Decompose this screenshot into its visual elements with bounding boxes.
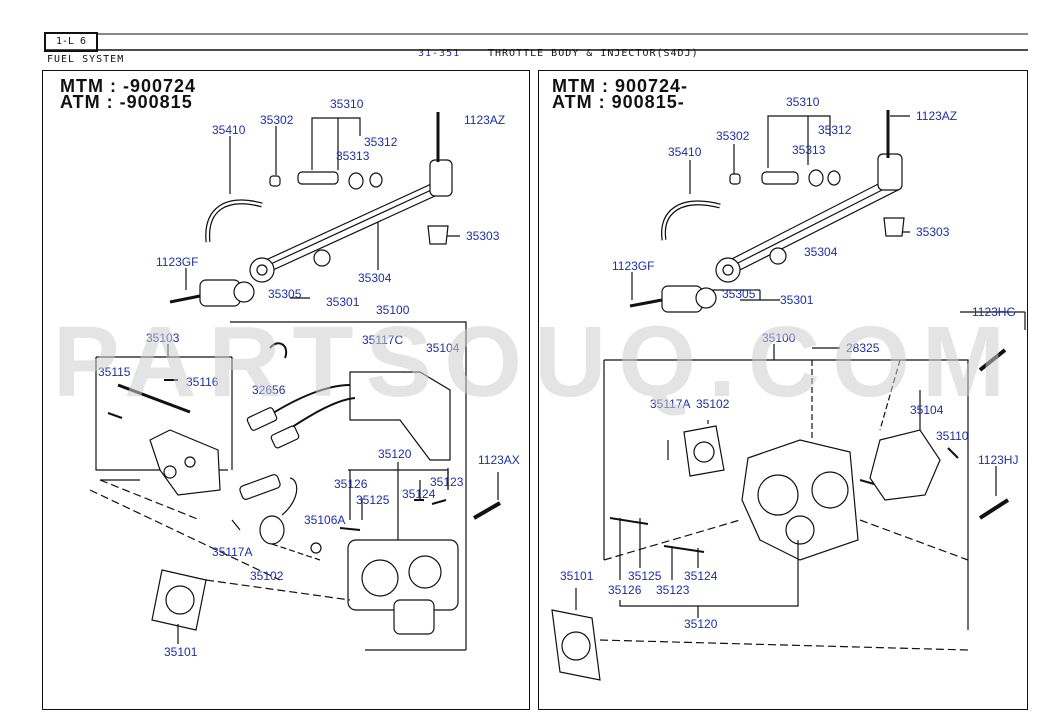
right-mtm-range: MTM : 900724- [552, 76, 689, 96]
part-35310-label-right[interactable]: 35310 [786, 95, 820, 109]
part-35104-label[interactable]: 35104 [426, 341, 460, 355]
part-35124-label-right[interactable]: 35124 [684, 569, 718, 583]
part-35303-label-right[interactable]: 35303 [916, 225, 950, 239]
part-35313-label[interactable]: 35313 [336, 149, 370, 163]
part-35116-label[interactable]: 35116 [186, 375, 219, 389]
part-35120-label-right[interactable]: 35120 [684, 617, 718, 631]
part-35301-label-right[interactable]: 35301 [780, 293, 814, 307]
part-35410-label-right[interactable]: 35410 [668, 145, 702, 159]
part-35125-label[interactable]: 35125 [356, 493, 390, 507]
part-35126-label[interactable]: 35126 [334, 477, 368, 491]
part-35310-label[interactable]: 35310 [330, 97, 364, 111]
right-panel-frame [538, 70, 1028, 710]
left-panel-frame [42, 70, 530, 710]
part-35312-label[interactable]: 35312 [364, 135, 398, 149]
part-35301-label[interactable]: 35301 [326, 295, 360, 309]
part-35117C-label[interactable]: 35117C [362, 333, 404, 347]
part-35410-label[interactable]: 35410 [212, 123, 246, 137]
part-35102-label-right[interactable]: 35102 [696, 397, 730, 411]
part-35101-label-right[interactable]: 35101 [560, 569, 594, 583]
part-35313-label-right[interactable]: 35313 [792, 143, 826, 157]
part-35117A-label[interactable]: 35117A [212, 545, 253, 559]
part-35110-label-right[interactable]: 35110 [936, 429, 969, 443]
part-35106A-label[interactable]: 35106A [304, 513, 346, 527]
part-35117A-label-right[interactable]: 35117A [650, 397, 691, 411]
part-1123HG-label-right[interactable]: 1123HG [972, 305, 1016, 319]
part-1123HJ-label-right[interactable]: 1123HJ [978, 453, 1019, 467]
part-35305-label[interactable]: 35305 [268, 287, 302, 301]
left-mtm-range: MTM : -900724 [60, 76, 197, 96]
part-35100-label[interactable]: 35100 [376, 303, 410, 317]
left-atm-range: ATM : -900815 [60, 92, 193, 112]
part-35124-label[interactable]: 35124 [402, 487, 436, 501]
page-code: 31-351 [418, 48, 461, 59]
part-1123GF-label[interactable]: 1123GF [156, 255, 199, 269]
part-35125-label-right[interactable]: 35125 [628, 569, 662, 583]
part-35312-label-right[interactable]: 35312 [818, 123, 852, 137]
part-32656-label[interactable]: 32656 [252, 383, 286, 397]
part-35104-label-right[interactable]: 35104 [910, 403, 944, 417]
part-1123AX-label[interactable]: 1123AX [478, 453, 520, 467]
part-35100-label-right[interactable]: 35100 [762, 331, 796, 345]
part-35103-label[interactable]: 35103 [146, 331, 180, 345]
part-1123GF-label-right[interactable]: 1123GF [612, 259, 655, 273]
part-1123AZ-label-right[interactable]: 1123AZ [916, 109, 958, 123]
part-35123-label-right[interactable]: 35123 [656, 583, 690, 597]
part-35302-label[interactable]: 35302 [260, 113, 294, 127]
section-name: FUEL SYSTEM [47, 54, 125, 65]
part-28325-label-right[interactable]: 28325 [846, 341, 880, 355]
section-code-box: 1-L 6 [44, 32, 98, 52]
part-35304-label[interactable]: 35304 [358, 271, 392, 285]
part-35123-label[interactable]: 35123 [430, 475, 464, 489]
part-35302-label-right[interactable]: 35302 [716, 129, 750, 143]
page-title: THROTTLE BODY & INJECTOR(S4DJ) [488, 48, 699, 59]
part-35305-label-right[interactable]: 35305 [722, 287, 756, 301]
part-35120-label[interactable]: 35120 [378, 447, 412, 461]
part-35304-label-right[interactable]: 35304 [804, 245, 838, 259]
part-35303-label[interactable]: 35303 [466, 229, 500, 243]
part-35115-label[interactable]: 35115 [98, 365, 131, 379]
part-35102-label[interactable]: 35102 [250, 569, 284, 583]
part-35126-label-right[interactable]: 35126 [608, 583, 642, 597]
part-1123AZ-label[interactable]: 1123AZ [464, 113, 506, 127]
part-35101-label[interactable]: 35101 [164, 645, 198, 659]
right-atm-range: ATM : 900815- [552, 92, 685, 112]
